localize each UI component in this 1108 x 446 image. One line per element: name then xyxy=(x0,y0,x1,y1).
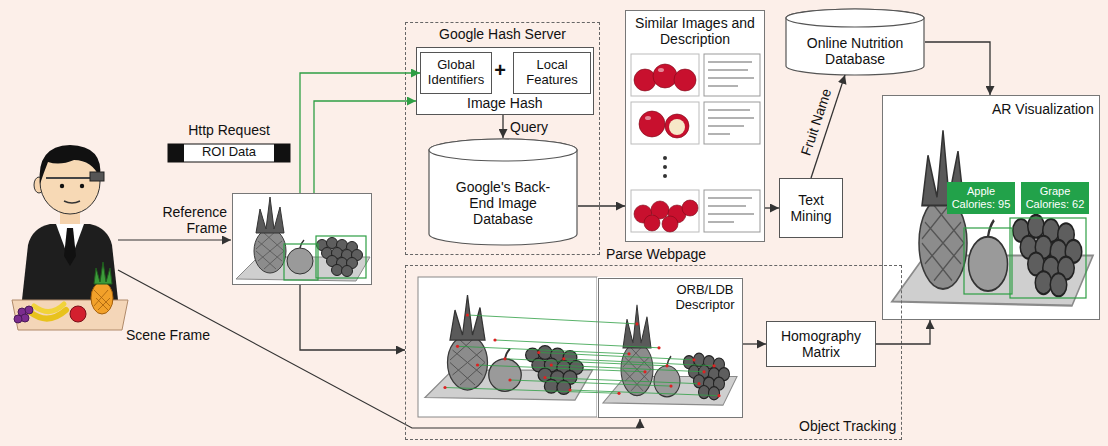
node-text: Google Hash Server xyxy=(439,26,566,42)
edge-label: Fruit Name xyxy=(797,87,834,158)
feature-matches xyxy=(445,315,719,396)
database-cylinder: Online Nutrition Database xyxy=(785,8,925,76)
connector xyxy=(314,101,416,193)
node-text: AR Visualization xyxy=(992,101,1094,117)
database-cylinder: Google's Back-End Image Database xyxy=(428,138,578,246)
result-panel: Similar Images and Description xyxy=(625,10,765,242)
tracking-images xyxy=(418,277,742,417)
node-text: Reference Frame xyxy=(145,204,227,236)
plus-sign: + xyxy=(494,59,506,82)
process-box: Homography Matrix xyxy=(766,321,876,367)
roi-data-bar xyxy=(168,144,290,162)
node-text: Similar Images and Description xyxy=(635,15,755,47)
edge-label: Parse Webpage xyxy=(606,246,706,262)
node-text: Homography Matrix xyxy=(773,328,869,360)
feature-points xyxy=(443,313,720,397)
ar-view: AR VisualizationApple Calories: 95 Grape … xyxy=(882,95,1100,320)
connector xyxy=(578,205,625,206)
node-text: Text Mining xyxy=(783,192,839,224)
node-text: Apple Calories: 95 xyxy=(950,185,1012,210)
node-text: ORB/LDB Descriptor xyxy=(672,283,738,313)
node-text: Local Features xyxy=(517,58,587,88)
node-text: Grape Calories: 62 xyxy=(1024,185,1086,210)
node-text: Image Hash xyxy=(467,95,542,111)
annotation: Http Request xyxy=(188,122,270,138)
process-box: Local Features xyxy=(513,52,591,94)
tracking-group: Object Tracking ORB/LDB DescriptorHomogra… xyxy=(405,265,902,440)
connector xyxy=(743,343,766,344)
edge-label: Query xyxy=(510,118,548,134)
connector xyxy=(300,285,405,350)
node-text: Object Tracking xyxy=(799,418,896,434)
connector xyxy=(502,115,503,138)
process-box: Global Identifiers xyxy=(420,52,492,94)
reference-frame: Reference Frame xyxy=(232,193,372,285)
annotation: Scene Frame xyxy=(126,327,210,343)
leader-line xyxy=(118,240,640,428)
scene-image: ORB/LDB Descriptor xyxy=(598,278,743,418)
similar-images xyxy=(625,10,765,242)
ar-image xyxy=(882,95,1100,320)
user-figure xyxy=(12,145,128,330)
server-group: Google Hash ServerImage Hash Global Ident… xyxy=(405,22,600,255)
node-text: Online Nutrition Database xyxy=(795,35,915,67)
node-text: Global Identifiers xyxy=(424,58,488,88)
connector xyxy=(925,42,990,95)
process-box: Text Mining xyxy=(779,178,843,238)
connector xyxy=(765,207,779,208)
node-text: Google's Back-End Image Database xyxy=(447,179,559,227)
ar-tag: Apple Calories: 95 xyxy=(947,182,1015,214)
ar-tag: Grape Calories: 62 xyxy=(1021,182,1089,214)
connector xyxy=(876,320,930,344)
connector xyxy=(300,73,420,193)
payload-label: ROI Data xyxy=(202,145,256,160)
reference-image xyxy=(232,193,372,285)
